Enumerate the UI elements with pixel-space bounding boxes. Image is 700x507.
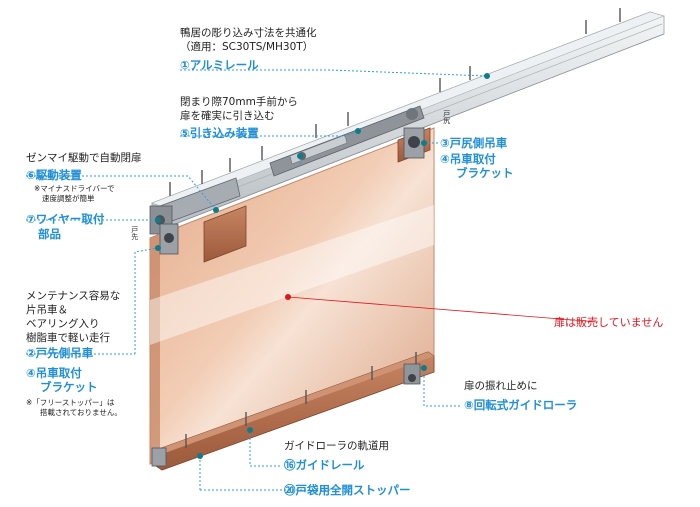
pull-note-2: 扉を確実に引き込む <box>180 110 275 122</box>
stopper-note-1: ※「フリーストッパー」は <box>26 398 115 407</box>
label-rear-bracket-1: ④吊車取付 <box>440 152 496 166</box>
not-sold-note: 扉は販売していません <box>554 316 664 329</box>
pull-note-1: 閉まり際70mm手前から <box>180 96 298 108</box>
label-front-bracket-1: ④吊車取付 <box>26 366 82 380</box>
guide-note: ガイドローラの軌道用 <box>284 440 389 452</box>
label-drive-unit: ⑥駆動装置 <box>26 168 82 182</box>
sway-note: 扉の振れ止めに <box>464 380 538 392</box>
label-full-open-stopper: ⑳戸袋用全開ストッパー <box>284 483 411 497</box>
not-sold-leader <box>285 294 599 323</box>
label-guide-rail: ⑯ガイドレール <box>284 458 365 472</box>
label-aluminium-rail: ①アルミレール <box>180 58 259 72</box>
label-rear-hanger: ③戸尻側吊車 <box>440 136 508 150</box>
drive-note: ゼンマイ駆動で自動閉扉 <box>26 152 142 164</box>
stopper-note-2: 搭載されておりません。 <box>40 408 122 417</box>
leader-lines <box>26 69 488 491</box>
rear-hanger-bracket <box>403 127 425 159</box>
maint-note-3: ベアリング入り <box>26 318 100 330</box>
maint-note-2: 片吊車＆ <box>26 304 68 316</box>
label-rear-bracket-2: ブラケット <box>456 166 514 180</box>
driver-note-2: 速度調整が簡単 <box>42 194 95 203</box>
maint-note-1: メンテナンス容易な <box>26 290 121 302</box>
rail-note-models: （適用：SC30TS/MH30T） <box>180 41 314 53</box>
rail-note: 鴨居の彫り込み寸法を共通化 <box>180 27 317 39</box>
label-guide-roller: ⑧回転式ガイドローラ <box>464 398 578 412</box>
label-wire-part-1: ⑦ワイヤー取付 <box>26 212 105 226</box>
full-open-stopper <box>151 447 167 467</box>
label-front-hanger: ②戸先側吊車 <box>26 346 94 360</box>
label-pull-in-device: ⑤引き込み装置 <box>180 126 259 140</box>
label-wire-part-2: 部品 <box>38 227 61 241</box>
tag-rear-end: 戸尻 <box>442 110 451 124</box>
leader-dots <box>155 73 490 459</box>
driver-note-1: ※マイナスドライバーで <box>34 184 115 193</box>
guide-roller <box>403 363 421 385</box>
maint-note-4: 樹脂車で軽い走行 <box>26 332 110 344</box>
label-front-bracket-2: ブラケット <box>40 380 98 394</box>
front-hanger-bracket <box>159 223 179 255</box>
tag-front-end: 戸先 <box>130 226 139 240</box>
